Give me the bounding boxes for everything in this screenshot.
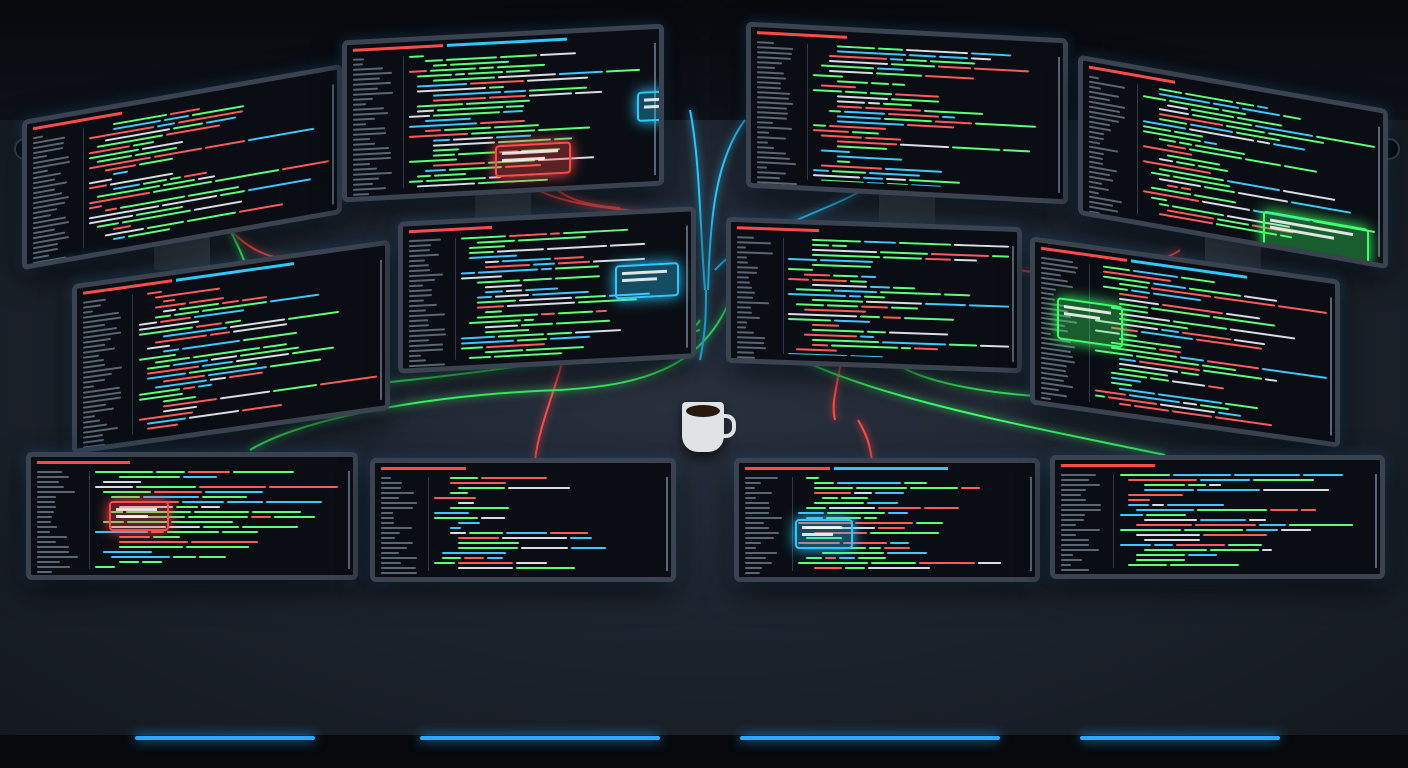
code-monitor	[26, 452, 358, 580]
file-tree	[1061, 474, 1114, 571]
cyan-network-cable	[699, 289, 707, 361]
file-tree	[1089, 75, 1138, 215]
file-tree	[409, 237, 457, 368]
code-editor	[813, 44, 1055, 193]
file-tree	[757, 41, 808, 186]
code-editor	[798, 477, 1027, 571]
desk-edge-light	[1080, 736, 1280, 740]
cyan-network-cable	[689, 109, 706, 291]
scrollbar[interactable]	[1375, 474, 1377, 568]
scrollbar[interactable]	[1330, 297, 1332, 436]
file-tree	[353, 56, 404, 196]
red-network-cable	[857, 419, 873, 461]
scrollbar[interactable]	[1030, 477, 1032, 571]
desk-edge-light	[420, 736, 660, 740]
code-editor	[434, 477, 663, 571]
file-tree	[83, 294, 134, 449]
cyan-status-badge	[615, 262, 679, 300]
code-editor	[788, 238, 1009, 362]
file-tree	[37, 471, 90, 573]
cyan-status-badge	[795, 519, 853, 549]
scrollbar[interactable]	[666, 477, 668, 571]
scrollbar[interactable]	[380, 259, 382, 401]
file-tree	[745, 477, 794, 574]
editor-tabbar	[37, 461, 347, 466]
desk-edge-light	[135, 736, 315, 740]
editor-tabbar	[745, 467, 1029, 472]
code-monitor	[342, 23, 664, 203]
editor-tabbar	[381, 467, 665, 472]
scrollbar[interactable]	[1058, 56, 1060, 194]
red-status-badge	[495, 141, 571, 178]
scrollbar[interactable]	[1378, 126, 1380, 257]
coffee-cup	[682, 402, 736, 452]
file-tree	[381, 477, 430, 574]
desk-edge	[0, 735, 1408, 768]
code-editor	[138, 260, 377, 434]
cyan-status-badge	[637, 87, 664, 122]
code-editor	[95, 471, 345, 569]
scrollbar[interactable]	[332, 84, 334, 205]
cyan-network-cable	[707, 119, 746, 291]
editor-tabbar	[1061, 464, 1374, 469]
code-monitor	[746, 21, 1068, 205]
code-monitor	[1050, 455, 1385, 579]
file-tree	[737, 236, 784, 359]
code-monitor	[734, 458, 1040, 582]
red-status-badge	[109, 501, 169, 531]
scrollbar[interactable]	[348, 471, 350, 569]
code-monitor	[398, 206, 696, 374]
desk-edge-light	[740, 736, 1000, 740]
code-editor	[1095, 264, 1327, 435]
scrollbar[interactable]	[1012, 245, 1014, 362]
code-editor	[1120, 474, 1372, 568]
code-monitor	[370, 458, 676, 582]
scrollbar[interactable]	[686, 225, 688, 348]
code-monitor	[726, 216, 1022, 374]
file-tree	[33, 128, 84, 265]
